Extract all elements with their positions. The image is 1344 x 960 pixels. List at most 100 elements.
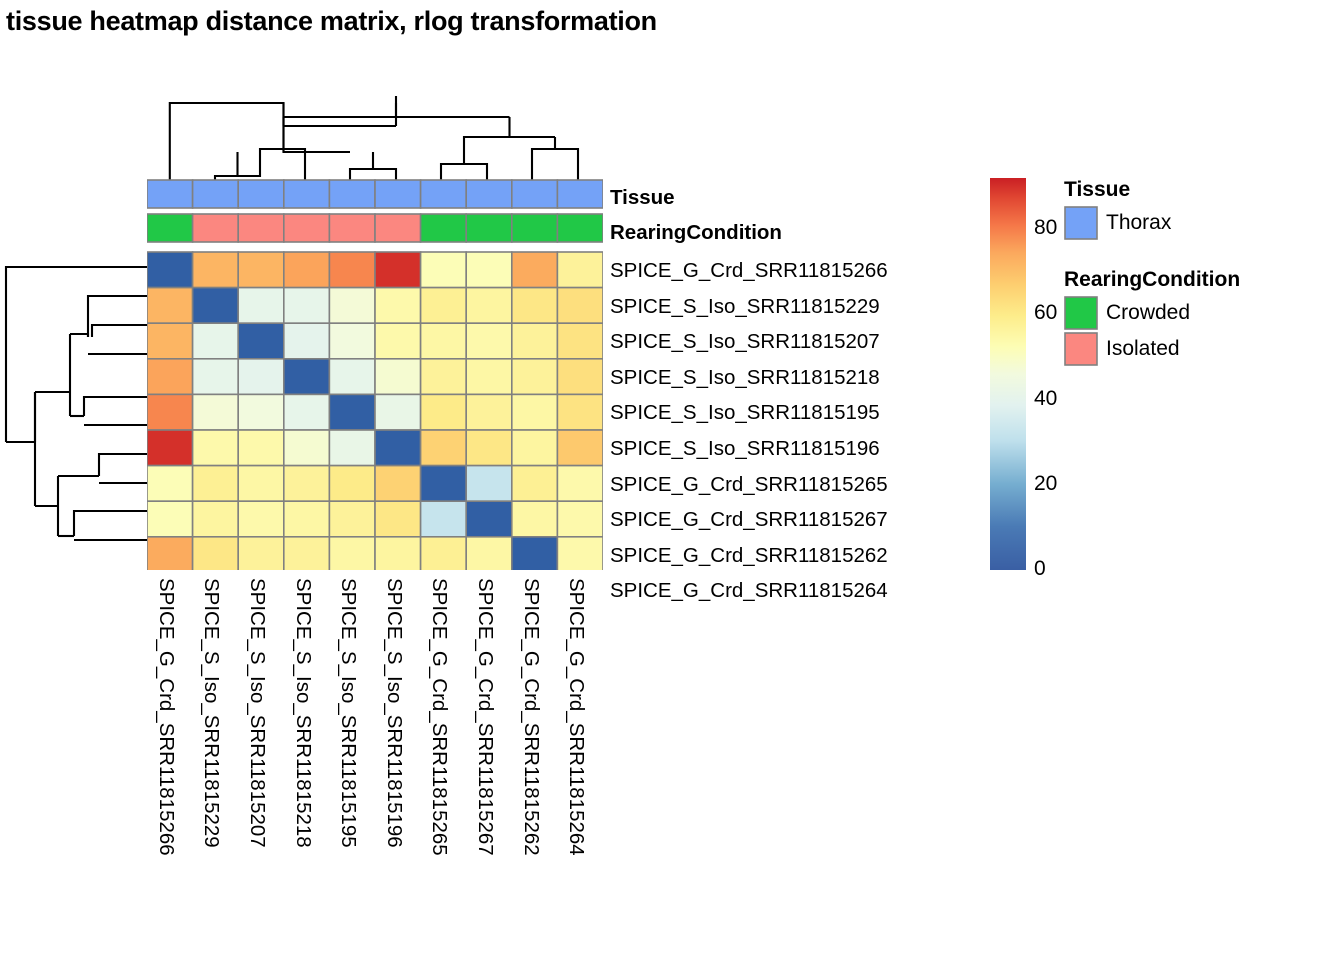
heatmap-cell — [283, 429, 331, 467]
tissue-annotation-cell — [556, 179, 603, 209]
column-label: SPICE_G_Crd_SRR11815265 — [428, 578, 452, 856]
legend-title: Tissue — [1064, 178, 1131, 201]
legend-item-label: Thorax — [1106, 211, 1172, 234]
heatmap-cell — [465, 500, 513, 538]
rearing-annotation-cell — [147, 213, 194, 243]
rearing-annotation-cell — [328, 213, 376, 243]
colorbar-tick-label: 60 — [1034, 301, 1058, 325]
heatmap-cell — [237, 358, 285, 396]
legend-swatch — [1064, 206, 1098, 240]
heatmap-cell — [465, 393, 513, 431]
heatmap-cell — [419, 393, 468, 431]
heatmap-cell — [510, 429, 559, 467]
rearing-annotation-cell — [191, 213, 239, 243]
heatmap-cell — [556, 500, 603, 538]
heatmap-cell — [328, 464, 376, 503]
rearing-track-label: RearingCondition — [610, 221, 782, 244]
heatmap-cell — [147, 464, 194, 503]
heatmap-cell — [191, 286, 239, 324]
heatmap-cell — [556, 358, 603, 396]
column-label: SPICE_S_Iso_SRR11815196 — [382, 578, 406, 848]
colorbar-tick-label: 0 — [1034, 557, 1046, 580]
tissue-annotation-cell — [328, 179, 376, 209]
heatmap-cell — [328, 251, 376, 289]
heatmap-cell — [147, 393, 194, 431]
heatmap-cell — [374, 251, 422, 289]
column-label: SPICE_S_Iso_SRR11815218 — [291, 578, 315, 848]
heatmap-cell — [556, 429, 603, 467]
row-label: SPICE_G_Crd_SRR11815264 — [610, 579, 888, 603]
heatmap-cell — [465, 358, 513, 396]
rearing-annotation-cell — [465, 213, 513, 243]
heatmap-cell — [510, 535, 559, 570]
colorbar-tick-label: 40 — [1034, 386, 1058, 410]
row-dendrogram — [0, 258, 150, 568]
heatmap-cell — [556, 393, 603, 431]
column-label: SPICE_G_Crd_SRR11815264 — [565, 578, 589, 856]
heatmap-cell — [237, 429, 285, 467]
column-label: SPICE_S_Iso_SRR11815229 — [200, 578, 224, 848]
heatmap-cell — [147, 500, 194, 538]
heatmap-cell — [465, 251, 513, 289]
heatmap-cell — [283, 393, 331, 431]
rearing-annotation-cell — [556, 213, 603, 243]
heatmap-cell — [465, 429, 513, 467]
heatmap-cell — [510, 464, 559, 503]
heatmap-cell — [510, 358, 559, 396]
legend-item-label: Isolated — [1106, 337, 1180, 360]
row-label: SPICE_S_Iso_SRR11815207 — [610, 330, 880, 354]
heatmap-cell — [465, 286, 513, 324]
tissue-annotation-cell — [510, 179, 559, 209]
column-label: SPICE_S_Iso_SRR11815195 — [337, 578, 361, 848]
heatmap-cell — [510, 251, 559, 289]
heatmap-cell — [328, 535, 376, 570]
heatmap-cell — [283, 464, 331, 503]
heatmap-cell — [283, 358, 331, 396]
heatmap-cell — [191, 535, 239, 570]
heatmap-cell — [237, 500, 285, 538]
heatmap-cell — [419, 500, 468, 538]
heatmap-cell — [328, 393, 376, 431]
tissue-annotation-cell — [283, 179, 331, 209]
heatmap-cell — [237, 464, 285, 503]
heatmap-cell — [191, 358, 239, 396]
legend-swatch — [1064, 332, 1098, 366]
legend-item-label: Crowded — [1106, 301, 1191, 324]
heatmap-cell — [510, 286, 559, 324]
row-label: SPICE_S_Iso_SRR11815195 — [610, 401, 880, 425]
heatmap-cell — [283, 286, 331, 324]
heatmap-cell — [328, 286, 376, 324]
column-label: SPICE_G_Crd_SRR11815262 — [519, 578, 543, 856]
column-label: SPICE_G_Crd_SRR11815267 — [474, 578, 497, 856]
heatmap-cell — [237, 322, 285, 360]
rearing-annotation-cell — [374, 213, 422, 243]
heatmap-cell — [556, 535, 603, 570]
heatmap-cell — [328, 429, 376, 467]
heatmap-cell — [465, 322, 513, 360]
heatmap-cell — [419, 322, 468, 360]
row-label: SPICE_S_Iso_SRR11815196 — [610, 437, 880, 460]
colorbar — [990, 178, 1026, 570]
heatmap-cell — [374, 393, 422, 431]
heatmap-cell — [374, 358, 422, 396]
heatmap-cell — [510, 393, 559, 431]
heatmap-cell — [147, 251, 194, 289]
heatmap-cell — [328, 322, 376, 360]
rearing-annotation-cell — [419, 213, 468, 243]
heatmap-cell — [237, 393, 285, 431]
heatmap-cell — [419, 464, 468, 503]
heatmap-cell — [147, 429, 194, 467]
heatmap-cell — [328, 500, 376, 538]
tissue-track-label: Tissue — [610, 186, 675, 209]
heatmap-grid-container — [147, 178, 603, 570]
heatmap-cell — [191, 500, 239, 538]
tissue-annotation-cell — [191, 179, 239, 209]
heatmap-cell — [419, 251, 468, 289]
tissue-annotation-cell — [237, 179, 285, 209]
heatmap-cell — [191, 464, 239, 503]
rearing-annotation-cell — [237, 213, 285, 243]
heatmap-cell — [556, 322, 603, 360]
heatmap-cell — [374, 535, 422, 570]
row-label: SPICE_G_Crd_SRR11815266 — [610, 259, 888, 282]
heatmap-cell — [510, 322, 559, 360]
